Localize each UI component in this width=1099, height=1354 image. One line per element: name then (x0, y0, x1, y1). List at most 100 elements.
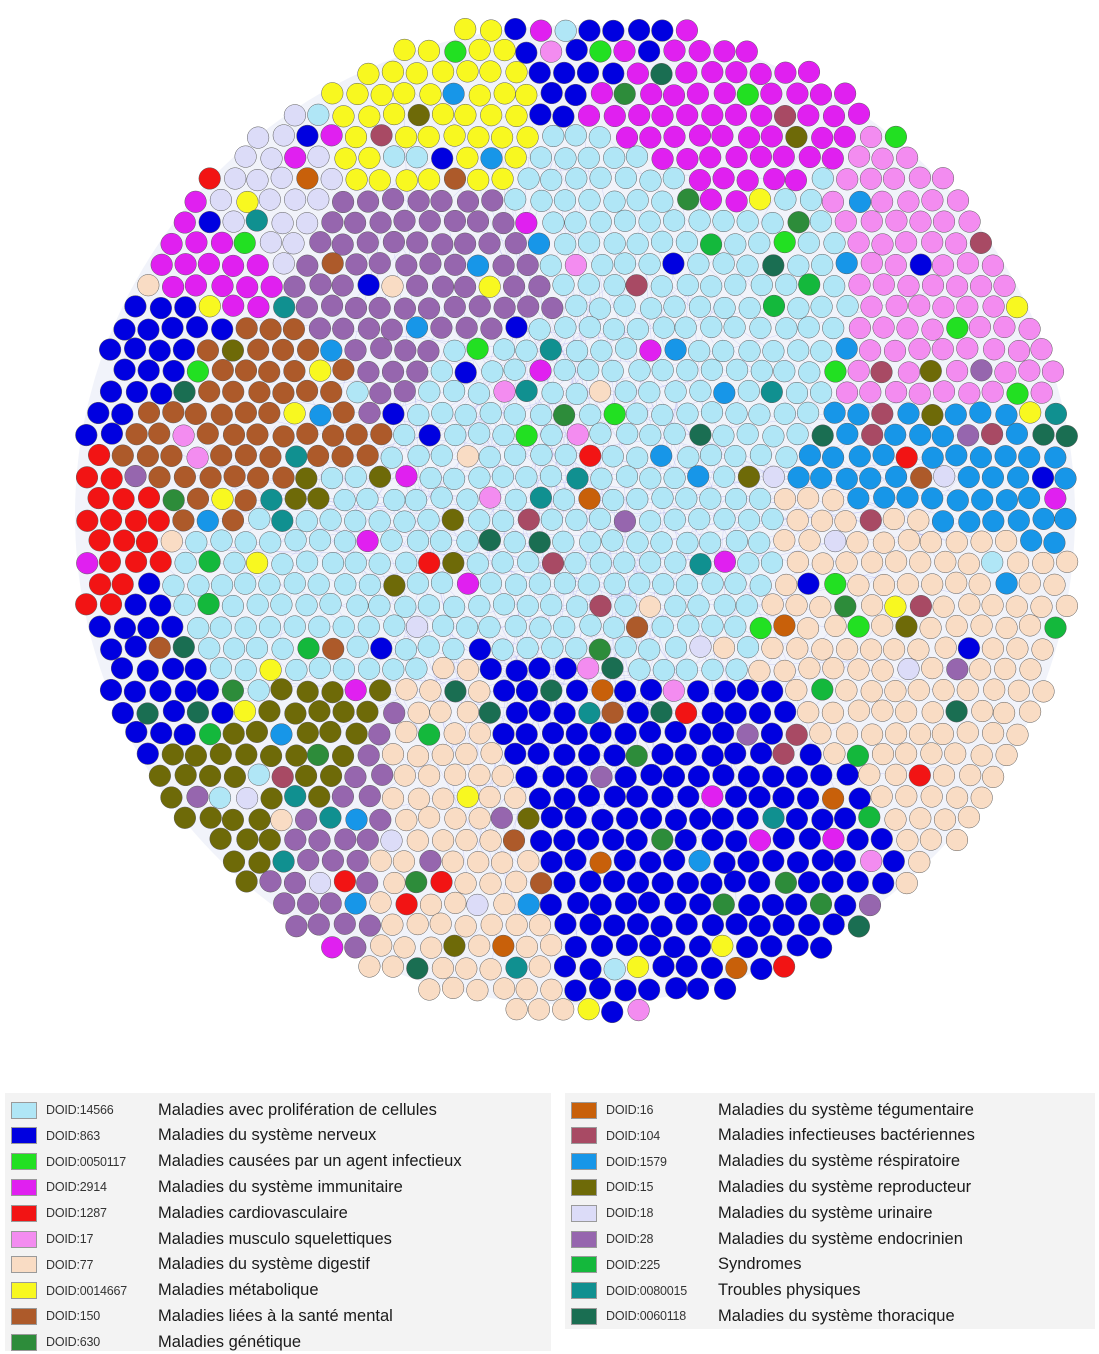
legend-doid: DOID:1579 (606, 1154, 667, 1169)
disease-node (529, 359, 552, 382)
disease-node (651, 403, 674, 427)
disease-node (259, 318, 282, 341)
disease-node (528, 914, 552, 937)
disease-node (308, 317, 331, 340)
disease-node (578, 19, 601, 42)
disease-node (186, 446, 209, 469)
disease-node (515, 424, 538, 447)
disease-node (248, 808, 271, 831)
disease-node (296, 379, 319, 402)
disease-node (748, 531, 771, 554)
legend-label: Maladies du système endocrinien (718, 1229, 963, 1248)
disease-node (358, 657, 381, 680)
disease-node (344, 339, 367, 362)
disease-node (1018, 446, 1041, 469)
disease-node (639, 510, 662, 533)
disease-node (210, 529, 233, 552)
disease-node (539, 254, 562, 277)
disease-node (919, 828, 942, 851)
disease-node (651, 147, 674, 170)
disease-node (197, 252, 220, 275)
disease-node (272, 124, 295, 147)
disease-node (639, 467, 662, 490)
disease-node (393, 38, 416, 61)
disease-node (456, 445, 479, 468)
disease-node (870, 785, 893, 808)
disease-node (589, 380, 612, 403)
disease-node (87, 401, 110, 425)
disease-node (271, 509, 294, 532)
disease-node (603, 958, 626, 981)
disease-node (185, 531, 208, 554)
disease-node (368, 594, 391, 617)
disease-node (554, 444, 577, 467)
disease-node (761, 893, 784, 917)
disease-node (652, 316, 675, 339)
disease-node (958, 510, 981, 533)
disease-node (614, 166, 637, 189)
disease-node (725, 146, 748, 169)
disease-node (553, 61, 576, 84)
disease-node (652, 659, 675, 682)
disease-node (456, 616, 479, 639)
disease-node (184, 274, 207, 297)
disease-node (774, 700, 797, 723)
disease-node (444, 253, 467, 276)
disease-node (823, 742, 846, 765)
disease-node (762, 340, 785, 363)
disease-node (160, 786, 183, 809)
disease-node (662, 679, 685, 702)
disease-node (674, 829, 697, 852)
disease-node (933, 808, 957, 831)
disease-node (895, 872, 918, 895)
disease-node (540, 679, 563, 702)
disease-node (273, 892, 296, 915)
disease-node (443, 124, 466, 147)
disease-node (626, 955, 649, 978)
disease-node (407, 444, 430, 467)
disease-node (628, 359, 651, 382)
disease-node (113, 318, 136, 341)
disease-node (725, 830, 748, 853)
disease-node (885, 465, 908, 488)
disease-node (405, 871, 428, 894)
disease-node (822, 105, 846, 128)
disease-node (149, 680, 172, 703)
disease-node (626, 318, 649, 341)
disease-node (211, 701, 234, 724)
disease-node (503, 531, 526, 554)
disease-node (725, 190, 748, 213)
disease-node (1032, 423, 1055, 446)
disease-node (811, 808, 834, 831)
disease-node (236, 276, 259, 299)
disease-node (749, 574, 772, 597)
disease-node (235, 870, 258, 893)
disease-node (993, 315, 1016, 339)
disease-node (931, 425, 954, 448)
disease-node (480, 147, 503, 170)
disease-node (564, 552, 587, 575)
disease-node (492, 509, 515, 532)
disease-node (246, 593, 269, 616)
disease-node (295, 808, 318, 831)
legend-label: Maladies du système tégumentaire (718, 1100, 974, 1119)
disease-node (956, 252, 979, 275)
disease-node (909, 551, 932, 574)
disease-node (859, 509, 882, 532)
disease-node (492, 254, 515, 277)
disease-node (479, 572, 502, 595)
disease-node (515, 211, 538, 235)
disease-node (907, 638, 930, 661)
disease-node (921, 657, 944, 680)
disease-node (628, 572, 651, 595)
disease-node (931, 338, 954, 361)
disease-node (247, 679, 270, 702)
disease-node (393, 423, 416, 447)
disease-node (626, 446, 649, 469)
disease-node (553, 572, 576, 595)
disease-node (798, 913, 821, 937)
disease-node (344, 551, 367, 574)
disease-node (724, 487, 748, 511)
disease-node (282, 232, 305, 255)
disease-node (430, 571, 454, 594)
